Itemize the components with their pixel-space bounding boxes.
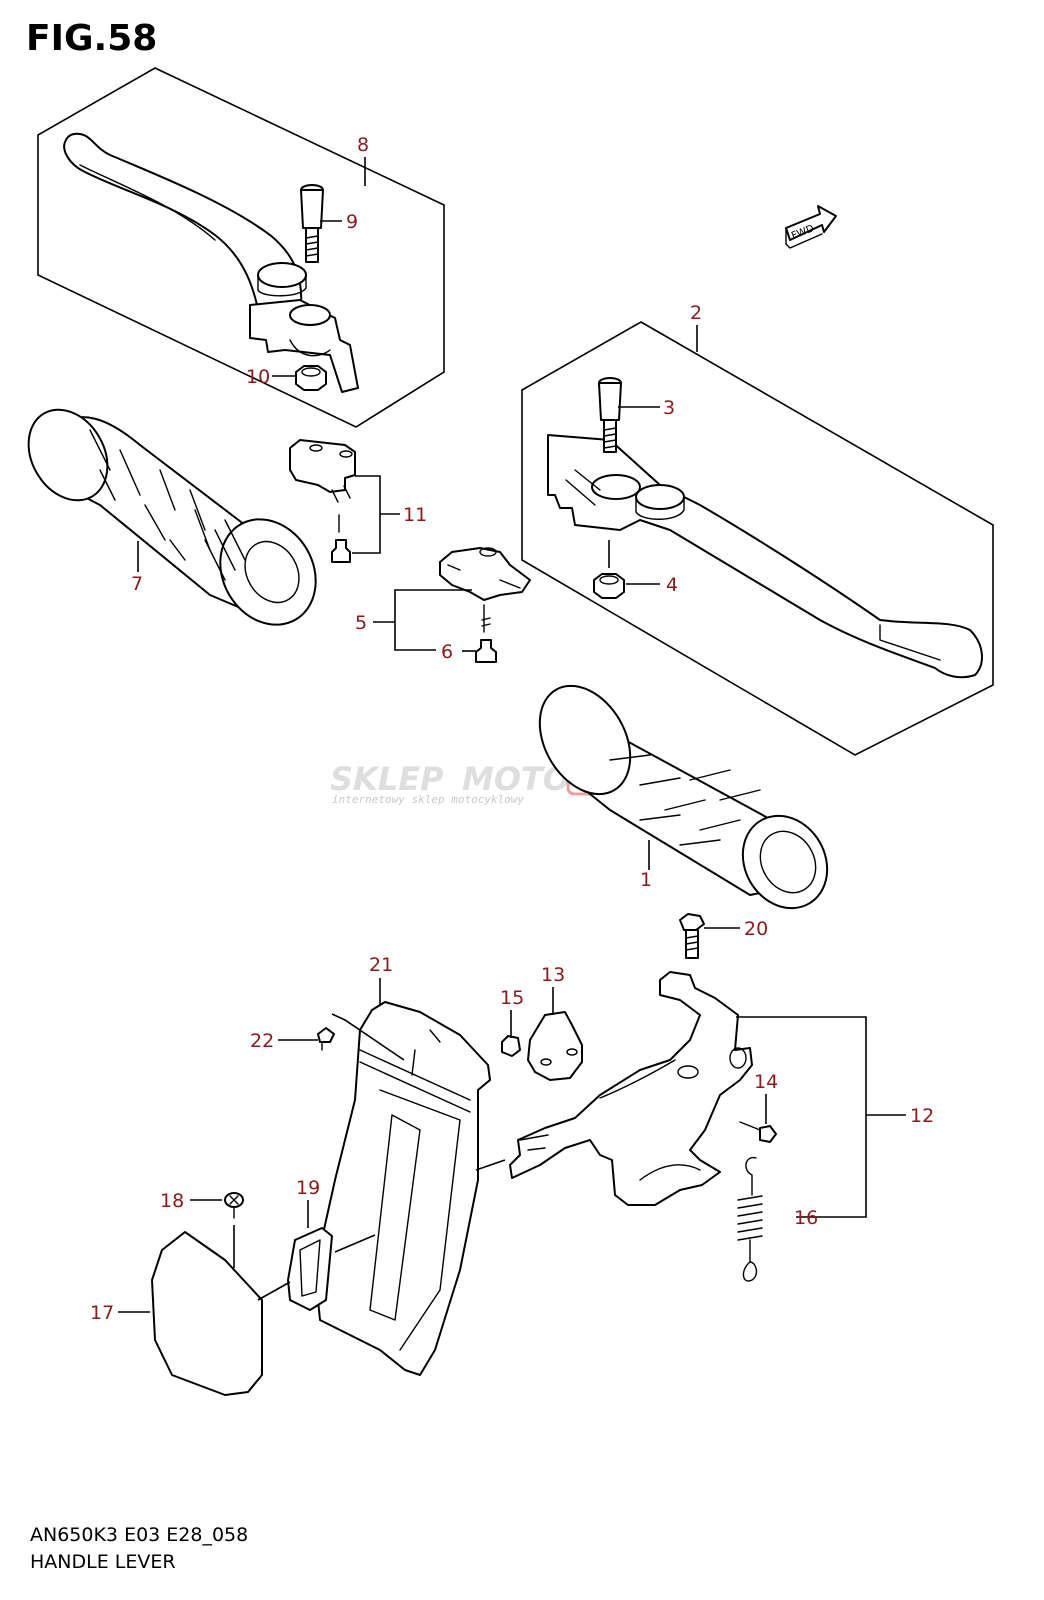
- cover-screw: [317, 1027, 335, 1051]
- callout-7: 7: [131, 573, 143, 595]
- parking-brake-switch: [527, 1011, 583, 1081]
- right-throttle-grip: [538, 684, 829, 910]
- figure-caption: HANDLE LEVER: [30, 1551, 176, 1573]
- clutch-switch: [289, 439, 356, 503]
- brake-lever: [547, 434, 983, 679]
- callout-17: 17: [90, 1302, 114, 1324]
- callout-13: 13: [541, 964, 565, 986]
- lever-nut-right: [593, 573, 625, 599]
- callout-8: 8: [357, 134, 369, 156]
- callout-11: 11: [403, 504, 427, 526]
- figure-title: FIG.58: [26, 18, 158, 59]
- callout-19: 19: [296, 1177, 320, 1199]
- callout-15: 15: [500, 987, 524, 1009]
- callout-9: 9: [346, 211, 358, 233]
- return-spring: [737, 1156, 763, 1282]
- switch-screw-upper: [331, 514, 351, 563]
- parking-brake-bracket: [509, 971, 753, 1206]
- pivot-bolt-upper: [300, 184, 324, 263]
- callout-4: 4: [666, 574, 678, 596]
- callout-21: 21: [369, 954, 393, 976]
- callout-10: 10: [246, 366, 270, 388]
- switch-nut: [501, 1035, 521, 1057]
- watermark-brand-right: MOTO: [462, 760, 570, 798]
- bracket-bolt: [679, 913, 705, 959]
- figure-footer: AN650K3 E03 E28_058 HANDLE LEVER: [30, 1522, 248, 1576]
- clutch-lever: [63, 132, 359, 393]
- callout-2: 2: [690, 302, 702, 324]
- pivot-bolt-right: [598, 377, 622, 453]
- frame-clutch-lever-set: [37, 67, 445, 428]
- watermark-tagline: internetowy sklep motocyklowy: [332, 793, 524, 806]
- cover-plate: [151, 1231, 263, 1396]
- callout-5: 5: [355, 612, 367, 634]
- callout-3: 3: [663, 397, 675, 419]
- fwd-arrow-icon: FWD: [785, 205, 837, 249]
- cover-screw-lower: [224, 1192, 244, 1219]
- callout-16: 16: [794, 1207, 818, 1229]
- switch-screw-lower: [475, 604, 497, 663]
- watermark-brand-left: SKLEP: [330, 760, 444, 798]
- callout-6: 6: [441, 641, 453, 663]
- cover-pad: [287, 1227, 333, 1311]
- callout-leaders: [118, 157, 906, 1313]
- callout-labels: 1 2 3 4 5 6 7 8 9 10 11 12 13 14 15 16 1…: [90, 134, 934, 1324]
- callout-14: 14: [754, 1071, 778, 1093]
- frame-brake-lever-set: [521, 321, 994, 756]
- brake-switch: [439, 547, 531, 601]
- callout-20: 20: [744, 918, 768, 940]
- switch-screw: [739, 1121, 777, 1143]
- callout-18: 18: [160, 1190, 184, 1212]
- lever-nut-upper: [295, 365, 327, 391]
- callout-1: 1: [640, 869, 652, 891]
- callout-12: 12: [910, 1105, 934, 1127]
- left-handle-grip: [27, 408, 317, 626]
- callout-22: 22: [250, 1030, 274, 1052]
- lever-cover: [314, 1001, 491, 1376]
- model-code: AN650K3 E03 E28_058: [30, 1524, 249, 1546]
